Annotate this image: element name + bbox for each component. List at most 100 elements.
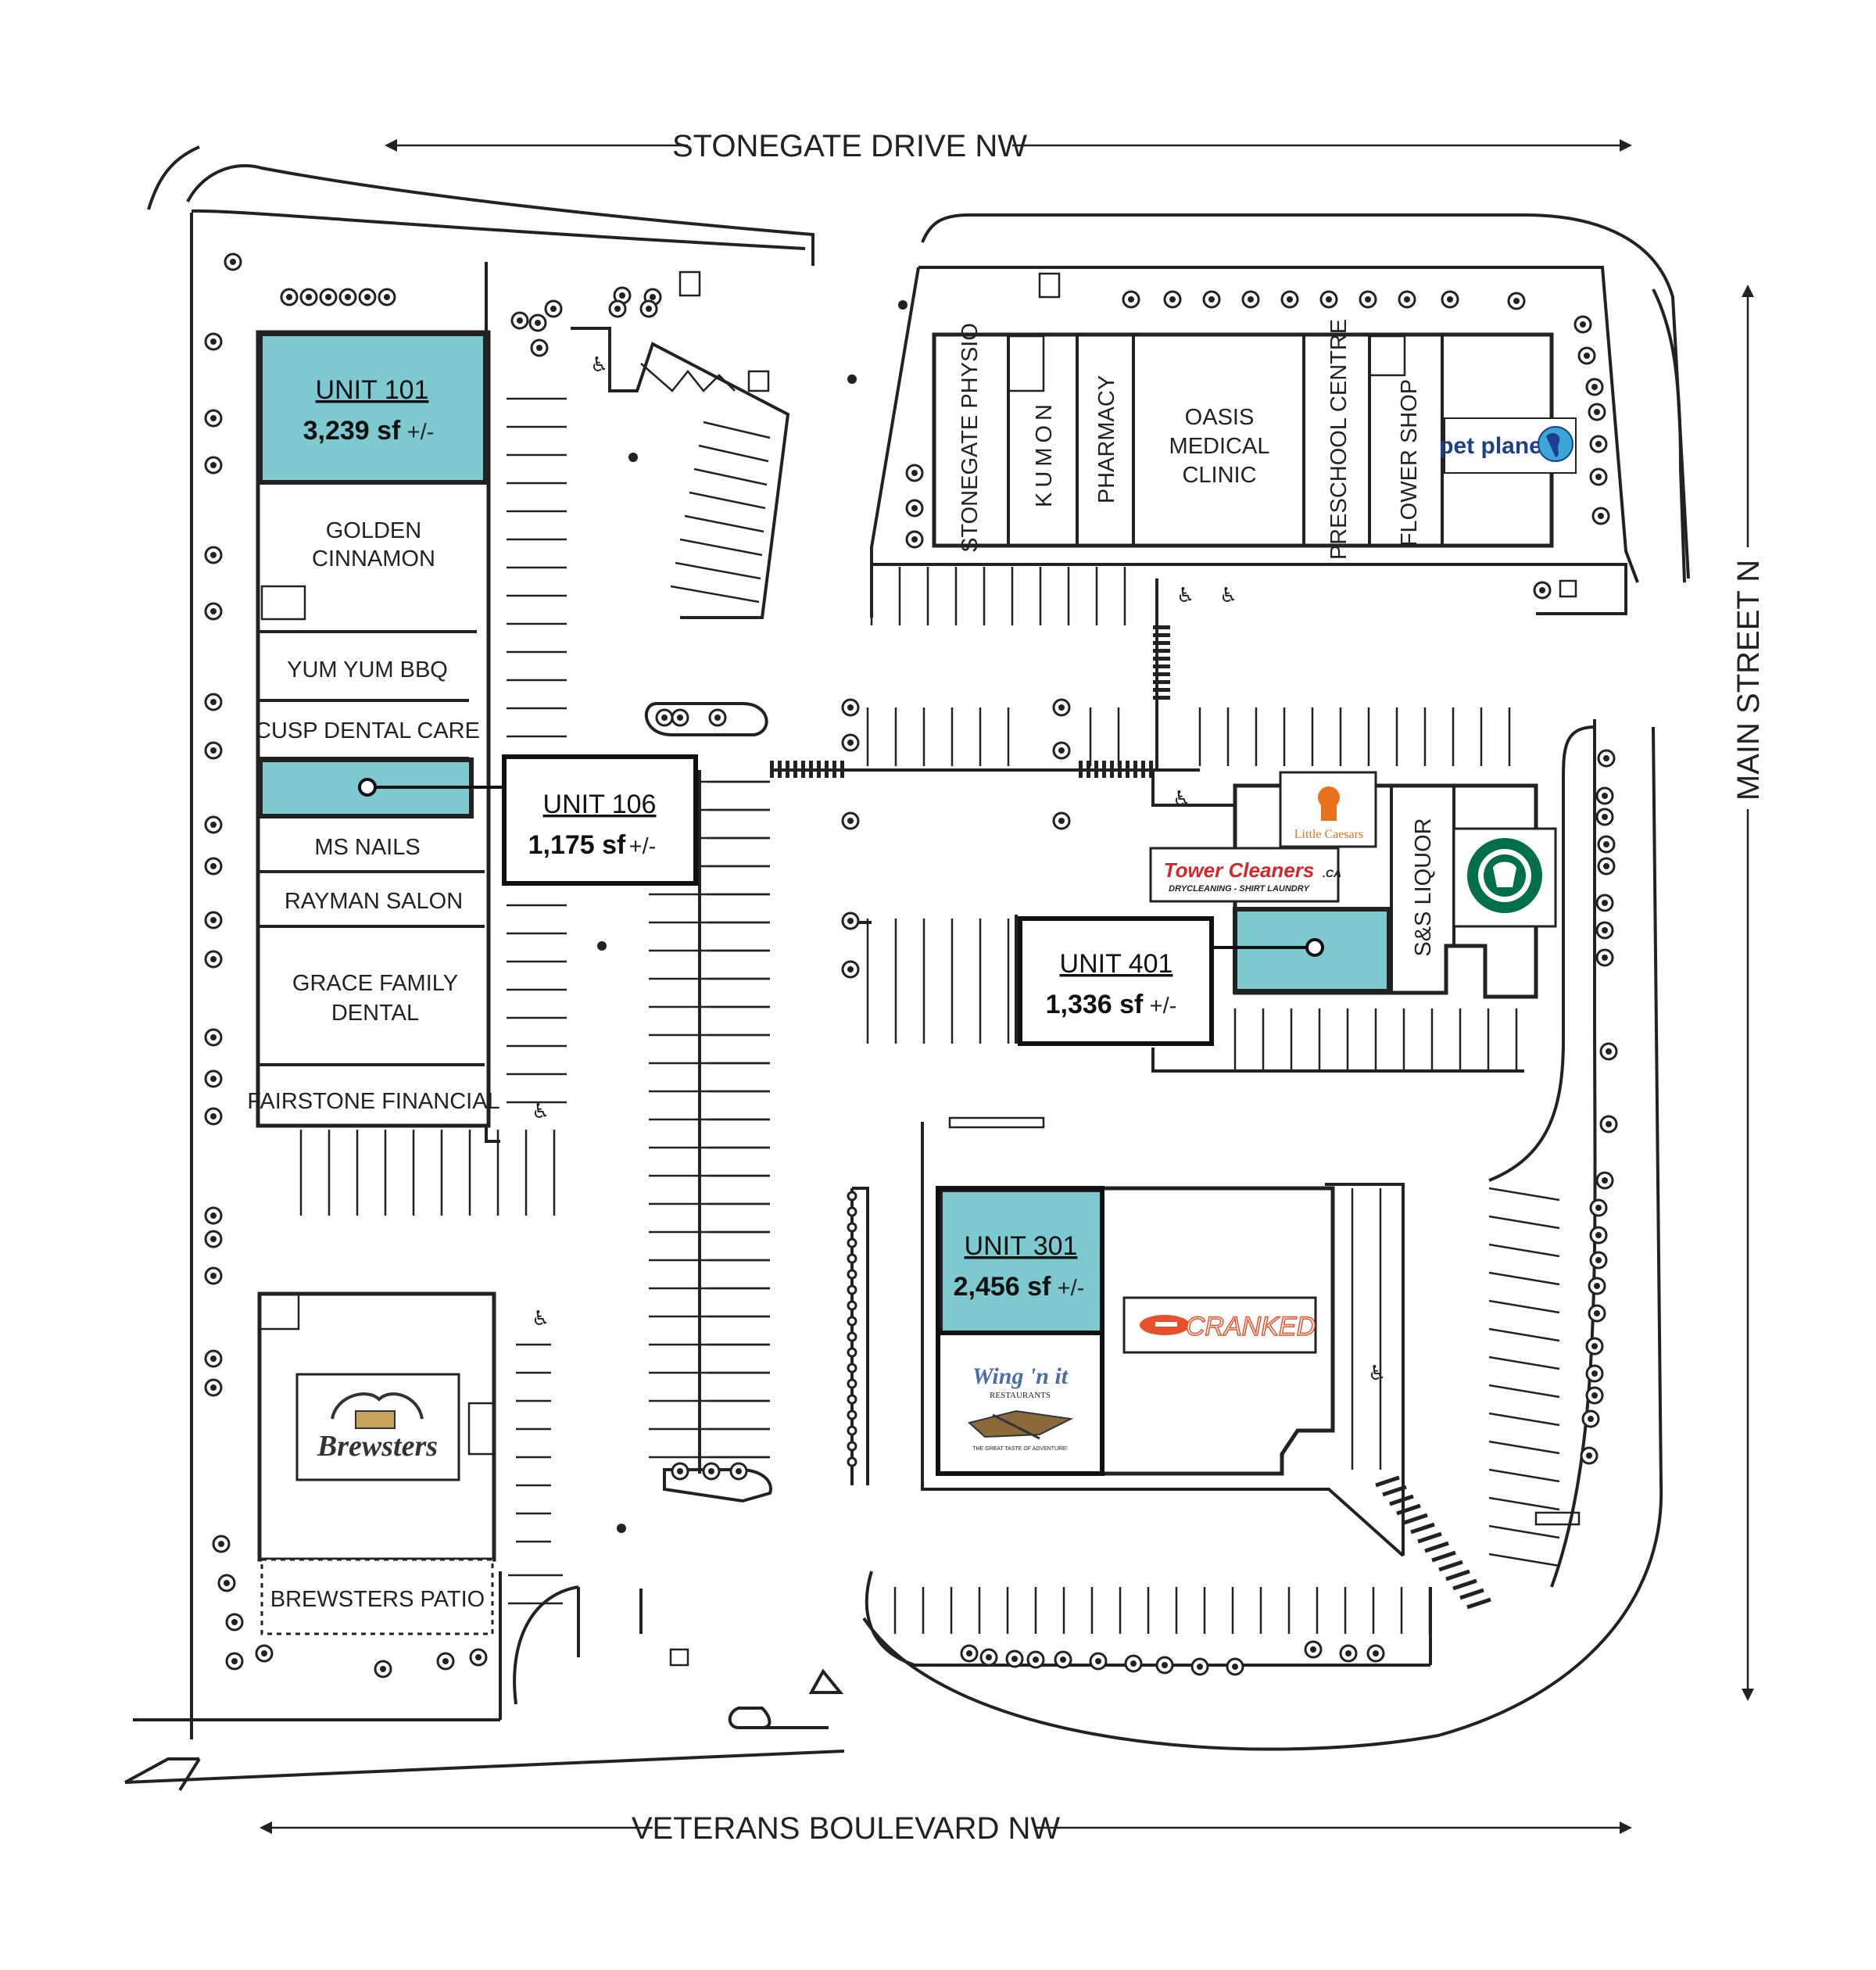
parking-stall-line	[1488, 1440, 1560, 1455]
tree-trunk	[218, 1541, 224, 1547]
crosswalk-stripe	[1389, 1494, 1414, 1506]
tree-trunk	[1588, 1416, 1594, 1422]
tree-trunk	[475, 1654, 482, 1660]
unit-401-name: UNIT 401	[1060, 949, 1173, 979]
tree-trunk	[325, 294, 331, 300]
tenant-grace-dental-1: GRACE FAMILY	[292, 971, 458, 996]
tree-trunk	[1602, 1177, 1608, 1184]
accessible-parking-icons: ♿ ♿ ♿ ♿ ♿ ♿ ♿	[532, 353, 1386, 1385]
pet-planet-text: pet planet	[1439, 433, 1550, 459]
tree-trunk	[1513, 298, 1520, 304]
south-building: UNIT 301 2,456 sf +/- Wing 'n it RESTAUR…	[936, 1186, 1335, 1476]
little-caesars-text: Little Caesars	[1294, 828, 1363, 841]
tree-trunk	[646, 306, 652, 312]
crosswalk-stripe	[1094, 761, 1098, 778]
tree-trunk	[364, 294, 371, 300]
unit-101-name: UNIT 101	[316, 375, 429, 405]
tree-trunk	[1602, 955, 1608, 961]
tree-trunk	[384, 294, 390, 300]
tree-trunk	[1447, 296, 1453, 303]
parking-stall-line	[703, 421, 771, 439]
tree-trunk	[550, 306, 557, 312]
unit-301-name: UNIT 301	[965, 1231, 1078, 1261]
tree-trunk	[1169, 296, 1176, 303]
brewsters-logo-text: Brewsters	[317, 1430, 438, 1463]
parking-stall-line	[1488, 1299, 1560, 1314]
tree-trunk	[1603, 755, 1609, 761]
tree-trunk	[1345, 1650, 1352, 1657]
tree-trunk	[210, 1076, 217, 1082]
accessible-icon: ♿	[1368, 1362, 1386, 1385]
tree-trunk	[614, 306, 621, 312]
crosswalk-stripe	[1452, 1578, 1477, 1591]
unit-401-callout[interactable]	[1018, 916, 1214, 1046]
tenant-stonegate-physio: STONEGATE PHYSIO	[958, 323, 983, 553]
tenant-yum-yum-bbq: YUM YUM BBQ	[287, 657, 448, 682]
parking-stall-line	[679, 538, 763, 557]
parking-stalls	[299, 397, 1560, 1634]
tree-trunk	[1602, 793, 1608, 799]
crosswalk-stripe	[1417, 1531, 1442, 1544]
tree-trunk	[210, 338, 217, 345]
road-main: MAIN STREET N	[1731, 285, 1766, 1701]
accessible-icon: ♿	[1176, 584, 1194, 607]
tree-trunk	[230, 259, 236, 265]
bollard-icon	[847, 1206, 857, 1217]
bollard-icon	[847, 1456, 857, 1467]
tree-trunk	[1591, 1392, 1598, 1399]
tower-cleaners-text: Tower Cleaners	[1164, 858, 1315, 882]
tree-trunk	[210, 1113, 217, 1119]
crosswalk-stripe	[1118, 761, 1122, 778]
tree-trunk	[231, 1658, 238, 1664]
accessible-icon: ♿	[1219, 584, 1237, 607]
crosswalk-stripe	[1153, 664, 1170, 668]
tree-trunk	[1591, 1343, 1598, 1349]
trees	[204, 253, 1618, 1678]
bollard-icon	[847, 1253, 857, 1264]
tenant-oasis-2: MEDICAL	[1169, 434, 1270, 459]
tenant-fairstone: FAIRSTONE FINANCIAL	[247, 1089, 499, 1114]
wing-n-it-sub: RESTAURANTS	[990, 1391, 1051, 1400]
crosswalk-stripe	[1153, 625, 1170, 629]
tree-trunk	[1603, 863, 1609, 869]
parking-stall-line	[675, 561, 761, 580]
crosswalk-stripe	[1396, 1503, 1421, 1516]
tree-trunk	[1539, 587, 1545, 593]
tree-trunk	[911, 505, 918, 511]
unit-106-callout[interactable]	[502, 754, 698, 886]
crosswalk-stripe	[1087, 761, 1090, 778]
parking-stall-line	[1488, 1271, 1560, 1286]
parking-stall-line	[1488, 1553, 1560, 1567]
tree-trunk	[847, 966, 854, 972]
crosswalk-stripe	[1466, 1597, 1491, 1610]
crosswalk-stripe	[1110, 761, 1114, 778]
bollard-icon	[847, 1222, 857, 1233]
tree-trunk	[736, 1468, 742, 1474]
tenant-preschool: PRESCHOOL CENTRE	[1326, 319, 1352, 560]
unit-301-area[interactable]	[938, 1187, 1104, 1335]
crosswalk-stripe	[793, 761, 797, 778]
parking-stall-line	[1488, 1356, 1560, 1370]
crosswalk-stripe	[1410, 1522, 1435, 1535]
crosswalk-stripe	[1375, 1475, 1400, 1488]
crosswalk-stripe	[1445, 1569, 1470, 1581]
tree-trunk	[847, 704, 854, 711]
tree-trunk	[1130, 1660, 1137, 1667]
west-building: UNIT 101 3,239 sf +/- GOLDEN CINNAMON YU…	[247, 330, 698, 1128]
bollard-icon	[847, 1284, 857, 1295]
tenant-sas-liquor: S&S LIQUOR	[1411, 818, 1436, 956]
center-east-building: Little Caesars Tower Cleaners .CA DRYCLE…	[1018, 771, 1557, 1046]
brewsters-building: Brewsters BREWSTERS PATIO	[257, 1291, 496, 1635]
tree-trunk	[1095, 1658, 1101, 1664]
tree-trunk	[224, 1580, 230, 1586]
accessible-icon: ♿	[1172, 787, 1190, 811]
unit-101-area[interactable]	[258, 331, 488, 485]
tree-trunk	[210, 1273, 217, 1279]
tenant-grace-dental-2: DENTAL	[331, 1001, 419, 1026]
unit-106-suffix: +/-	[629, 834, 657, 859]
tree-trunk	[1595, 1232, 1602, 1238]
parking-stall-line	[1488, 1215, 1560, 1230]
parking-stall-line	[684, 514, 764, 533]
tree-trunk	[1595, 1205, 1602, 1211]
crosswalk-stripe	[1153, 657, 1170, 661]
